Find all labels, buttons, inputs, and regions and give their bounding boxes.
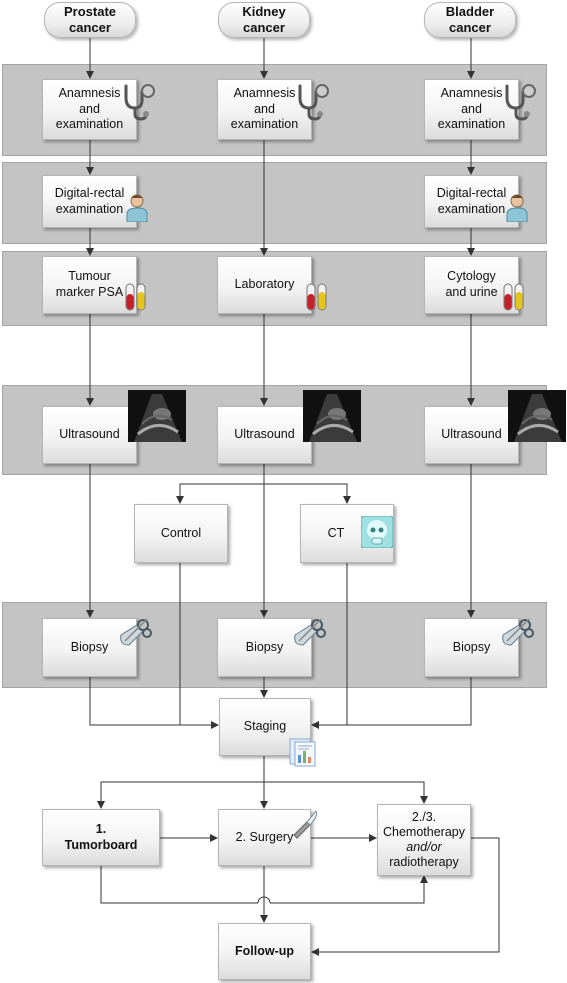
scalpel-icon <box>293 810 318 839</box>
chemo-line-3: and/or <box>406 840 442 854</box>
chemo-line-2: Chemotherapy <box>383 825 465 839</box>
biopsy-prostate: Biopsy <box>42 618 137 677</box>
anamnesis-label: Anamnesis and examination <box>230 86 299 132</box>
staging-label: Staging <box>243 719 287 734</box>
test-tubes-icon <box>306 283 327 311</box>
line-bladder-biopsy-to-staging <box>312 677 472 726</box>
doctor-icon <box>126 194 148 222</box>
biopsy-tool-icon <box>120 618 152 646</box>
cytology-label: Cytology and urine <box>445 269 498 299</box>
arrow-to-ct <box>264 483 351 504</box>
chemo-line-4: radiotherapy <box>389 855 459 869</box>
surgery-label: 2. Surgery <box>235 829 294 844</box>
biopsy-tool-icon <box>294 618 326 646</box>
start-bladder-cancer: Bladder cancer <box>424 2 516 38</box>
biopsy-label: Biopsy <box>70 639 109 654</box>
ultrasound-image-icon <box>128 390 186 442</box>
arrow-staging-to-tumorboard <box>97 781 264 809</box>
laboratory-label: Laboratory <box>234 277 295 292</box>
ct-label: CT <box>327 525 345 540</box>
test-tubes-icon <box>503 283 524 311</box>
stethoscope-icon <box>298 84 329 121</box>
anamnesis-label: Anamnesis and examination <box>437 86 506 132</box>
arrow-to-control <box>176 483 264 504</box>
followup-box: Follow-up <box>218 923 311 980</box>
arrow-to-chemo-bottom <box>270 875 428 904</box>
anamnesis-bladder: Anamnesis and examination <box>424 79 519 140</box>
ultrasound-label: Ultrasound <box>441 427 502 442</box>
tumour-marker-psa: Tumour marker PSA <box>42 256 137 314</box>
dre-label: Digital-rectal examination <box>436 185 507 216</box>
biopsy-tool-icon <box>502 618 534 646</box>
dre-prostate: Digital-rectal examination <box>42 175 137 228</box>
tumour-marker-label: Tumour marker PSA <box>55 269 124 299</box>
test-tubes-icon <box>125 283 146 311</box>
biopsy-kidney: Biopsy <box>217 618 312 677</box>
ultrasound-prostate: Ultrasound <box>42 406 137 464</box>
biopsy-bladder: Biopsy <box>424 618 519 677</box>
chemo-line-1: 2./3. <box>411 810 437 824</box>
control-box: Control <box>134 504 228 563</box>
dre-bladder: Digital-rectal examination <box>424 175 519 228</box>
ultrasound-label: Ultrasound <box>59 427 120 442</box>
start-kidney-cancer: Kidney cancer <box>218 2 310 38</box>
biopsy-label: Biopsy <box>245 639 284 654</box>
ultrasound-label: Ultrasound <box>234 427 295 442</box>
arrow-staging-to-chemo <box>264 781 428 804</box>
ultrasound-image-icon <box>508 390 566 442</box>
stethoscope-icon <box>505 84 536 121</box>
laboratory: Laboratory <box>217 256 312 314</box>
anamnesis-kidney: Anamnesis and examination <box>217 79 312 140</box>
start-prostate-cancer: Prostate cancer <box>44 2 136 38</box>
anamnesis-prostate: Anamnesis and examination <box>42 79 137 140</box>
ct-skull-icon <box>361 516 393 548</box>
line-tumorboard-bottom <box>100 866 258 904</box>
arrow-chemo-to-followup <box>311 837 500 956</box>
arrow-prostate-biopsy-to-staging <box>89 677 219 729</box>
dre-label: Digital-rectal examination <box>54 185 125 216</box>
chemo-radio-box: 2./3. Chemotherapy and/or radiotherapy <box>377 804 471 876</box>
tumorboard-label: 1. Tumorboard <box>64 821 138 852</box>
control-label: Control <box>160 525 202 540</box>
surgery-box: 2. Surgery <box>218 809 311 866</box>
report-icon <box>289 738 316 767</box>
ultrasound-bladder: Ultrasound <box>424 406 519 464</box>
anamnesis-label: Anamnesis and examination <box>55 86 124 132</box>
ultrasound-kidney: Ultrasound <box>217 406 312 464</box>
ultrasound-image-icon <box>303 390 361 442</box>
stethoscope-icon <box>124 84 155 121</box>
biopsy-label: Biopsy <box>452 639 491 654</box>
tumorboard-box: 1. Tumorboard <box>42 809 160 866</box>
doctor-icon <box>506 194 528 222</box>
followup-label: Follow-up <box>234 943 294 958</box>
